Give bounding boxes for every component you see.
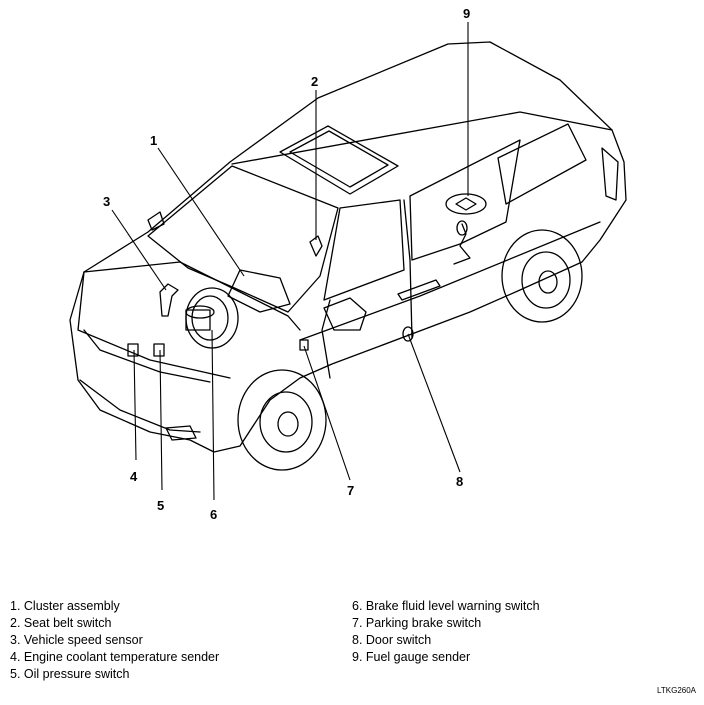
grille [83, 329, 211, 383]
hood-line [83, 261, 301, 331]
leader-line-6 [211, 329, 215, 501]
fuel-tank-pad [445, 193, 487, 215]
callout-9: 9 [463, 6, 470, 21]
rear-window [601, 147, 619, 201]
body-crease [299, 221, 601, 341]
front-wheel-rim [259, 391, 313, 453]
vehicle-speed-sensor [159, 283, 179, 317]
roof-line [231, 111, 613, 165]
windshield [147, 165, 339, 313]
leader-line-5 [159, 349, 163, 491]
legend-item: 5. Oil pressure switch [10, 667, 130, 681]
rear-wheel-rim [521, 251, 571, 309]
fuel-sender-wiring [453, 223, 471, 265]
rear-wheel-hub [538, 270, 558, 294]
door-handle [397, 279, 441, 301]
sunroof-inner [289, 130, 389, 188]
sunroof [279, 125, 399, 195]
side-mirror [323, 297, 367, 331]
callout-6: 6 [210, 507, 217, 522]
left-mirror [147, 211, 165, 231]
callout-4: 4 [130, 469, 138, 484]
figure-code: LTKG260A [657, 686, 696, 695]
leader-line-8 [407, 333, 461, 473]
callout-3: 3 [103, 194, 110, 209]
coolant-temperature-sender [127, 343, 139, 357]
front-door-line [321, 299, 331, 379]
cluster-assembly [227, 269, 291, 313]
callout-5: 5 [157, 498, 164, 513]
legend-right-column: 6. Brake fluid level warning switch 7. P… [352, 598, 540, 666]
door-switch [402, 326, 414, 342]
legend-item: 2. Seat belt switch [10, 616, 112, 630]
sliding-door-line [403, 199, 413, 339]
front-wheel [237, 369, 327, 471]
callout-1: 1 [150, 133, 157, 148]
legend-item: 6. Brake fluid level warning switch [352, 599, 540, 613]
front-door-window [323, 199, 405, 301]
callout-7: 7 [347, 483, 354, 498]
brake-reservoir-cap [185, 305, 215, 319]
leader-line-4 [133, 349, 137, 461]
seat-belt-switch [309, 235, 323, 257]
leader-line-3 [111, 209, 167, 291]
hood-front [77, 271, 231, 379]
van-body-outline [69, 41, 627, 453]
sliding-door-window [409, 139, 521, 261]
front-wheel-hub [277, 411, 299, 437]
rear-wheel [501, 229, 583, 323]
fuel-sender-float [456, 220, 468, 236]
legend-left-column: 1. Cluster assembly 2. Seat belt switch … [10, 598, 219, 683]
fog-lamp [165, 425, 197, 441]
legend-item: 7. Parking brake switch [352, 616, 482, 630]
callout-2: 2 [311, 74, 318, 89]
leader-line-7 [303, 345, 351, 481]
brake-booster-inner [191, 295, 229, 341]
legend-item: 3. Vehicle speed sensor [10, 633, 143, 647]
brake-master-cylinder [185, 309, 211, 331]
leader-line-1 [157, 147, 245, 277]
front-bumper [79, 379, 201, 433]
parking-brake-switch [299, 339, 309, 351]
callout-8: 8 [456, 474, 463, 489]
legend-item: 8. Door switch [352, 633, 432, 647]
rear-quarter-window [497, 123, 587, 205]
legend-item: 9. Fuel gauge sender [352, 650, 471, 664]
oil-pressure-switch [153, 343, 165, 357]
legend-item: 4. Engine coolant temperature sender [10, 650, 220, 664]
vehicle-diagram: 1 2 3 4 5 6 7 8 9 [69, 6, 627, 522]
fuel-gauge-sender [455, 197, 477, 211]
legend-item: 1. Cluster assembly [10, 599, 120, 613]
